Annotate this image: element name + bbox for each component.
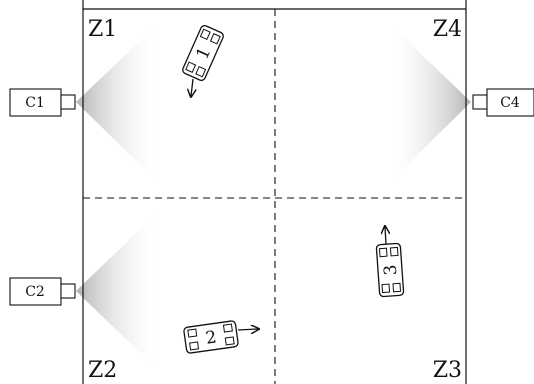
- robot-3-heading-arrow: [385, 227, 386, 245]
- robot-1-wheel: [209, 33, 221, 45]
- robot-3-wheel: [389, 246, 399, 257]
- robot-2: 2: [183, 320, 239, 354]
- zone-label-z1: Z1: [88, 17, 117, 42]
- camera-c1-lens: [60, 94, 76, 110]
- camera-c1: C1: [9, 88, 76, 117]
- camera-c4-label: C4: [500, 95, 520, 111]
- robot-1: 1: [182, 24, 224, 82]
- robot-1-wheel: [199, 28, 211, 41]
- camera-c1-body: [9, 88, 62, 117]
- camera-c1-label: C1: [25, 95, 45, 111]
- camera-c2-lens: [60, 283, 76, 299]
- camera-c4: C4: [472, 88, 534, 117]
- camera-c4-body: [486, 88, 534, 117]
- camera-c2-fov: [76, 212, 158, 370]
- camera-c4-lens: [472, 94, 488, 110]
- robot-3: 3: [375, 242, 405, 298]
- robot-2-heading-arrow: [237, 329, 258, 330]
- robot-3-wheel: [378, 247, 388, 258]
- zone-label-z3: Z3: [433, 358, 462, 383]
- camera-c1-fov: [76, 24, 158, 182]
- robot-3-label: 3: [381, 264, 402, 276]
- camera-c4-fov: [390, 24, 471, 182]
- robot-1-wheel: [195, 65, 207, 78]
- robot-3-wheel: [381, 283, 391, 294]
- robot-2-wheel: [222, 323, 233, 333]
- robot-2-wheel: [189, 341, 200, 351]
- camera-c2-body: [9, 277, 62, 306]
- robot-3-wheel: [392, 282, 402, 293]
- robot-2-label: 2: [204, 327, 218, 348]
- robot-2-wheel: [224, 336, 235, 346]
- zone-label-z2: Z2: [88, 358, 117, 383]
- zone-label-z4: Z4: [433, 17, 462, 42]
- camera-c2-label: C2: [25, 284, 45, 300]
- camera-c2: C2: [9, 277, 76, 306]
- robot-1-wheel: [185, 61, 197, 73]
- robot-1-heading-arrow: [191, 78, 193, 96]
- robot-2-wheel: [187, 328, 198, 338]
